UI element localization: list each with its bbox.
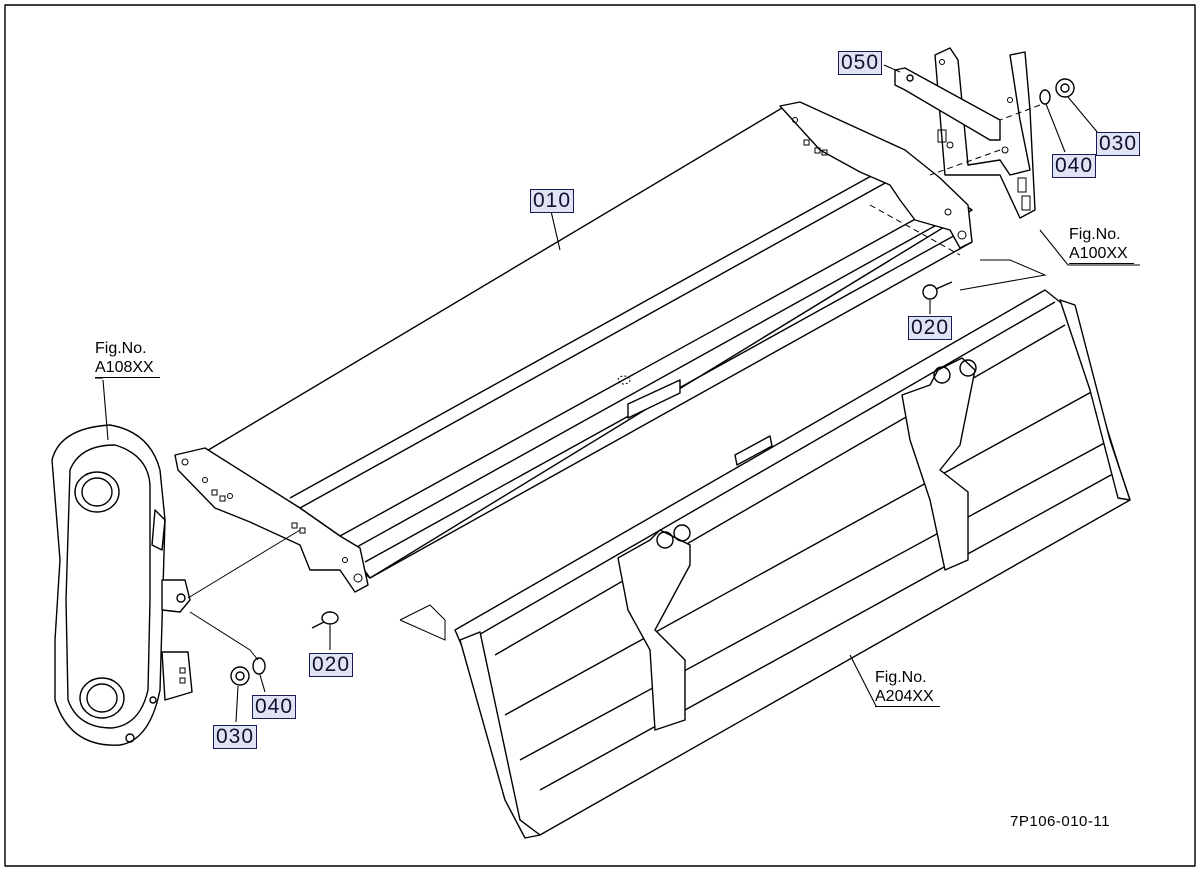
fig-ref-label: Fig.No. [875, 669, 927, 686]
side-frame-right [894, 47, 1041, 219]
callout-030-left[interactable]: 030 [213, 725, 258, 749]
bucket-assembly [454, 259, 1131, 839]
callout-040-left[interactable]: 040 [252, 695, 297, 719]
fig-ref-a100xx[interactable]: Fig.No. A100XX [1069, 225, 1134, 264]
callout-040-right[interactable]: 040 [1052, 154, 1097, 178]
chain-case-left [51, 424, 301, 746]
callout-020-left[interactable]: 020 [309, 653, 354, 677]
fig-ref-a108xx[interactable]: Fig.No. A108XX [95, 339, 160, 378]
fig-ref-code: A100XX [1069, 244, 1134, 264]
fig-ref-code: A108XX [95, 358, 160, 378]
callout-010[interactable]: 010 [530, 189, 575, 213]
fig-ref-label: Fig.No. [95, 340, 147, 357]
callout-050[interactable]: 050 [838, 51, 883, 75]
callout-030-right[interactable]: 030 [1096, 132, 1141, 156]
callout-020-right[interactable]: 020 [908, 316, 953, 340]
fig-ref-code: A204XX [875, 687, 940, 707]
leader-lines [95, 64, 1140, 723]
diagram-id: 7P106-010-11 [1010, 813, 1110, 830]
fasteners [230, 78, 1075, 686]
diagram-border [4, 4, 1196, 867]
cover-panel-010 [174, 101, 973, 641]
fig-ref-label: Fig.No. [1069, 226, 1121, 243]
fig-ref-a204xx[interactable]: Fig.No. A204XX [875, 668, 940, 707]
